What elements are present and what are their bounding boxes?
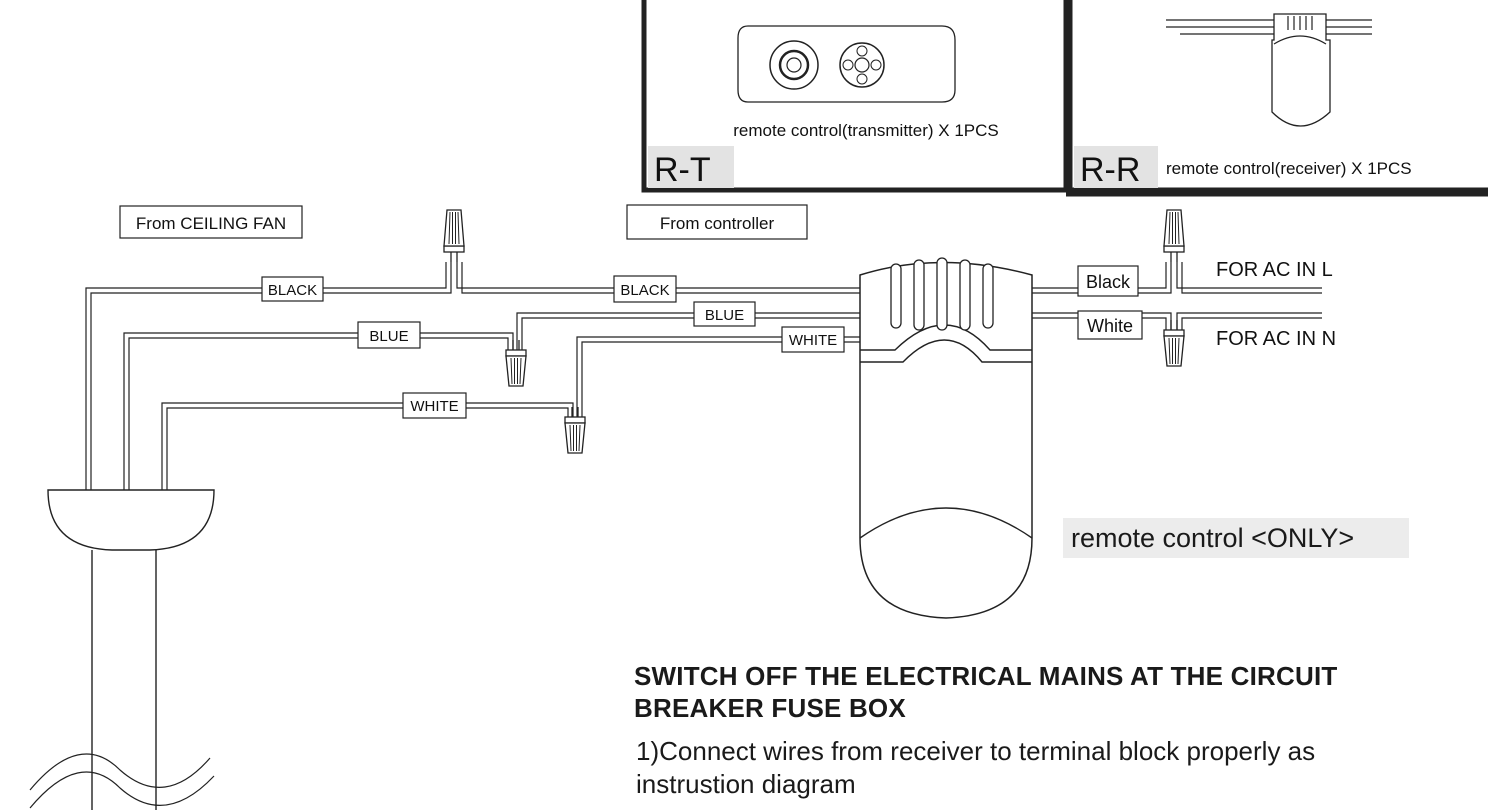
ac-wire-nut-live [1163, 209, 1185, 263]
ac-black-tag: Black [1077, 265, 1139, 297]
svg-text:BLUE: BLUE [369, 328, 408, 345]
fan-white-tag: WHITE [402, 392, 467, 419]
ceiling-fan-canopy [29, 489, 215, 810]
fan-wires [85, 262, 574, 490]
receiver-code: R-R [1080, 151, 1140, 189]
svg-text:WHITE: WHITE [410, 398, 458, 415]
from-controller-label: From controller [660, 214, 775, 233]
receiver-illustration [1166, 13, 1372, 127]
svg-text:BLUE: BLUE [705, 307, 744, 324]
receiver-caption: remote control(receiver) X 1PCS [1166, 159, 1412, 178]
from-ceiling-fan-label: From CEILING FAN [136, 214, 286, 233]
ac-in-live-label: FOR AC IN L [1216, 259, 1333, 281]
receiver-code-box [1074, 146, 1158, 188]
ac-wire-nut-neutral [1163, 319, 1185, 367]
ctrl-white-tag: WHITE [781, 326, 845, 353]
svg-text:White: White [1087, 316, 1133, 336]
fan-blue-tag: BLUE [357, 321, 421, 349]
transmitter-remote-illustration [737, 25, 956, 103]
safety-warning: SWITCH OFF THE ELECTRICAL MAINS AT THE C… [634, 661, 1338, 723]
ctrl-blue-tag: BLUE [693, 301, 756, 327]
transmitter-caption: remote control(transmitter) X 1PCS [733, 121, 998, 140]
ctrl-black-tag: BLACK [613, 275, 677, 303]
svg-text:BLACK: BLACK [268, 282, 317, 299]
transmitter-code: R-T [654, 151, 711, 189]
transmitter-panel: R-T remote control(transmitter) X 1PCS [641, 0, 1069, 193]
ac-white-tag: White [1077, 310, 1143, 340]
wire-nut-black [443, 209, 465, 263]
ac-in-neutral-label: FOR AC IN N [1216, 328, 1336, 350]
fan-black-tag: BLACK [261, 276, 324, 302]
receiver-panel: R-R remote control(receiver) X 1PCS [1066, 0, 1488, 197]
svg-text:BLACK: BLACK [620, 282, 669, 299]
instruction-step: 1)Connect wires from receiver to termina… [636, 736, 1316, 799]
svg-text:WHITE: WHITE [789, 332, 837, 349]
from-controller-box [626, 204, 808, 240]
transmitter-code-box [648, 146, 734, 188]
wire-nut-blue [505, 339, 527, 387]
receiver-unit [859, 257, 1033, 619]
svg-text:Black: Black [1086, 272, 1131, 292]
from-ceiling-fan-box [119, 205, 303, 239]
remote-only-note: remote control <ONLY> [1063, 518, 1409, 558]
